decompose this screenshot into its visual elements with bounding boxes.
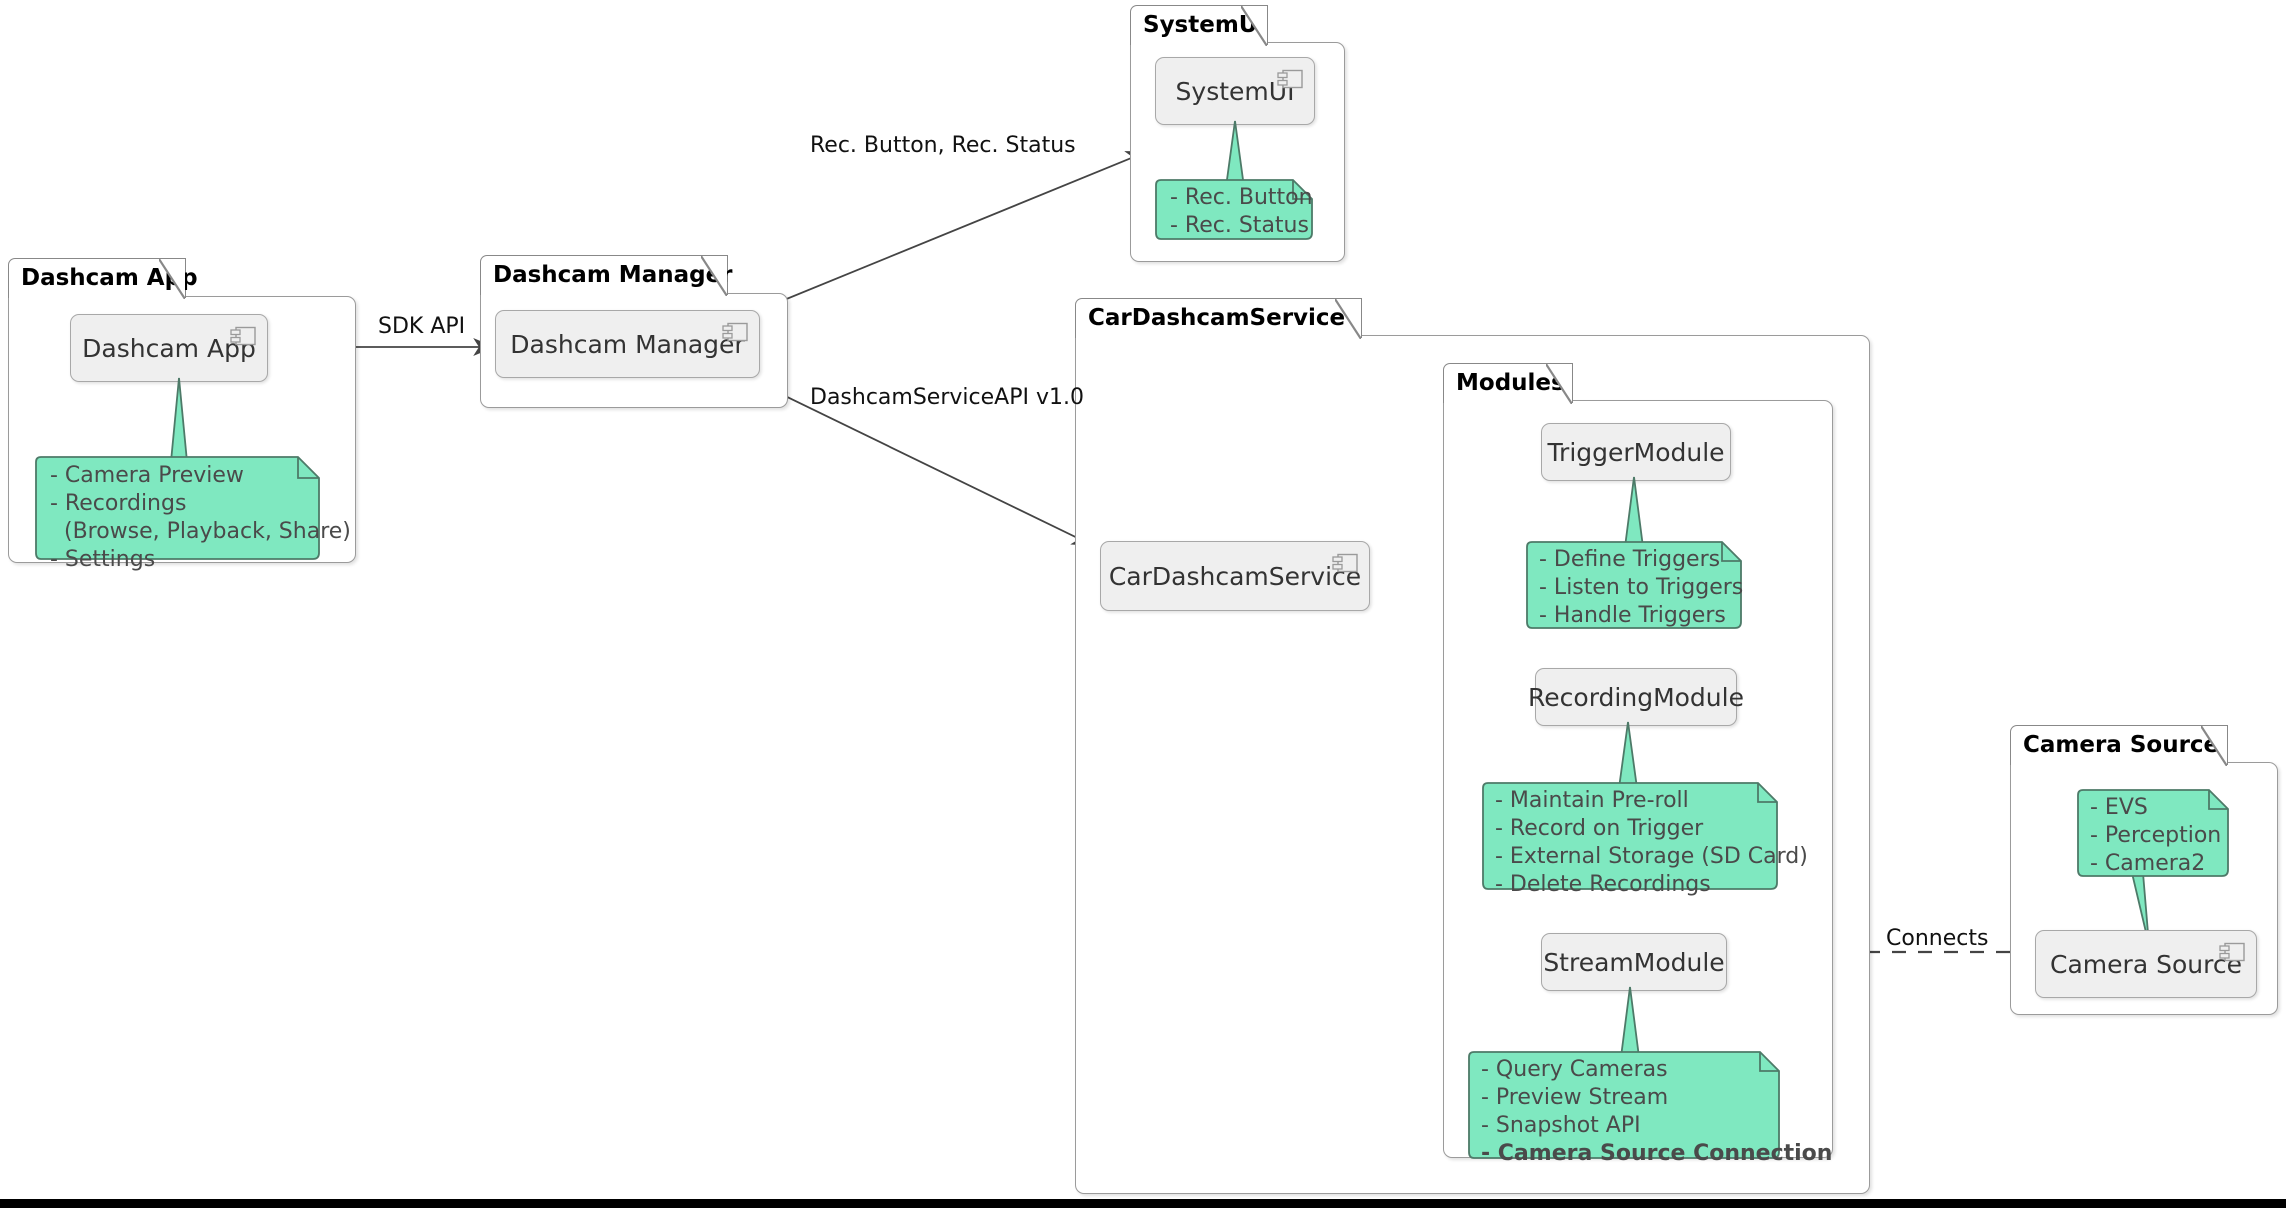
component-dashcam-manager[interactable]: Dashcam Manager [495, 310, 760, 378]
note-recording-module-text: - Maintain Pre-roll - Record on Trigger … [1495, 788, 1808, 898]
component-car-dashcam-service-label: CarDashcamService [1108, 561, 1362, 591]
uml-component-icon [1332, 553, 1358, 573]
uml-component-icon [722, 322, 748, 342]
package-car-dashcam-service-title: CarDashcamService [1088, 305, 1346, 331]
note-systemui-text: - Rec. Button - Rec. Status [1170, 185, 1313, 239]
package-tab-cut-icon [159, 259, 185, 299]
note-stream-module-text: - Query Cameras - Preview Stream - Snaps… [1465, 1049, 1832, 1182]
note-recording-module: - Maintain Pre-roll - Record on Trigger … [1479, 780, 1808, 897]
package-tab-cut-icon [1546, 364, 1572, 404]
note-dashcam-app-text: - Camera Preview - Recordings (Browse, P… [50, 463, 351, 573]
component-recording-module-label: RecordingModule [1528, 682, 1744, 712]
package-dashcam-manager-title: Dashcam Manager [493, 262, 733, 288]
note-shape-icon [35, 456, 320, 560]
edge-rec-button-status [739, 151, 1148, 319]
note-pointer-trigger-module [1624, 476, 1644, 547]
note-trigger-module: - Define Triggers - Listen to Triggers -… [1523, 539, 1745, 631]
note-stream-module-bold-line: - Camera Source Connection [1481, 1141, 1833, 1167]
package-dashcam-manager-tab: Dashcam Manager [480, 255, 733, 296]
note-shape-icon [1155, 179, 1313, 240]
component-systemui-label: SystemUI [1175, 76, 1295, 106]
note-pointer-systemui [1225, 120, 1245, 187]
component-dashcam-app[interactable]: Dashcam App [70, 314, 268, 382]
note-stream-module-plain-lines: - Query Cameras - Preview Stream - Snaps… [1481, 1057, 1669, 1139]
uml-component-icon [1277, 69, 1303, 89]
uml-component-icon [230, 326, 256, 346]
note-shape-icon [2077, 789, 2229, 877]
component-stream-module[interactable]: StreamModule [1541, 933, 1727, 991]
note-pointer-recording-module [1618, 721, 1638, 788]
uml-component-icon [2219, 942, 2245, 962]
component-trigger-module[interactable]: TriggerModule [1541, 423, 1731, 481]
package-tab-cut-icon [2201, 726, 2227, 766]
package-camera-source: Camera Source - EVS - Perception - Camer… [2010, 725, 2278, 1015]
edge-label-dashcam-service-api: DashcamServiceAPI v1.0 [810, 385, 1084, 410]
component-recording-module[interactable]: RecordingModule [1528, 668, 1744, 726]
component-stream-module-label: StreamModule [1543, 947, 1725, 977]
component-systemui[interactable]: SystemUI [1155, 57, 1315, 125]
package-dashcam-app: Dashcam App Dashcam App - Camera [8, 258, 356, 572]
note-pointer-stream-module [1620, 986, 1640, 1057]
component-camera-source[interactable]: Camera Source [2035, 930, 2257, 998]
component-trigger-module-label: TriggerModule [1547, 437, 1725, 467]
component-car-dashcam-service[interactable]: CarDashcamService [1100, 541, 1370, 611]
edge-label-connects: Connects [1886, 926, 1989, 951]
package-tab-cut-icon [701, 256, 727, 296]
package-systemui: SystemUI SystemUI - Rec. Button - Rec. [1130, 5, 1345, 262]
package-systemui-title: SystemUI [1143, 12, 1267, 38]
note-trigger-module-text: - Define Triggers - Listen to Triggers -… [1539, 547, 1744, 629]
package-modules: Modules TriggerModule - Define Trigger [1443, 363, 1833, 1166]
package-dashcam-manager: Dashcam Manager Dashcam Manager [480, 255, 788, 408]
edge-label-sdk-api: SDK API [378, 314, 466, 339]
note-camera-source-text: - EVS - Perception - Camera2 [2090, 795, 2222, 877]
note-camera-source: - EVS - Perception - Camera2 [2074, 787, 2232, 879]
note-shape-icon [1468, 1051, 1780, 1159]
package-tab-cut-icon [1335, 299, 1361, 339]
note-systemui: - Rec. Button - Rec. Status [1152, 177, 1316, 242]
component-dashcam-app-label: Dashcam App [82, 333, 256, 363]
package-camera-source-tab: Camera Source [2010, 725, 2228, 766]
package-car-dashcam-service: CarDashcamService CarDashcamService Modu… [1075, 298, 1870, 1194]
component-dashcam-manager-label: Dashcam Manager [510, 329, 745, 359]
package-systemui-tab: SystemUI [1130, 5, 1268, 46]
note-pointer-dashcam-app [169, 377, 189, 472]
package-tab-cut-icon [1241, 6, 1267, 46]
component-camera-source-label: Camera Source [2050, 949, 2242, 979]
package-modules-title: Modules [1456, 370, 1565, 396]
bottom-black-bar [0, 1199, 2286, 1208]
package-modules-tab: Modules [1443, 363, 1573, 404]
package-dashcam-app-tab: Dashcam App [8, 258, 198, 299]
package-car-dashcam-service-tab: CarDashcamService [1075, 298, 1362, 339]
edge-label-rec-button-status: Rec. Button, Rec. Status [810, 133, 1076, 158]
package-camera-source-title: Camera Source [2023, 732, 2220, 758]
package-dashcam-app-title: Dashcam App [21, 265, 198, 291]
note-stream-module: - Query Cameras - Preview Stream - Snaps… [1465, 1049, 1832, 1166]
note-dashcam-app: - Camera Preview - Recordings (Browse, P… [32, 454, 351, 572]
